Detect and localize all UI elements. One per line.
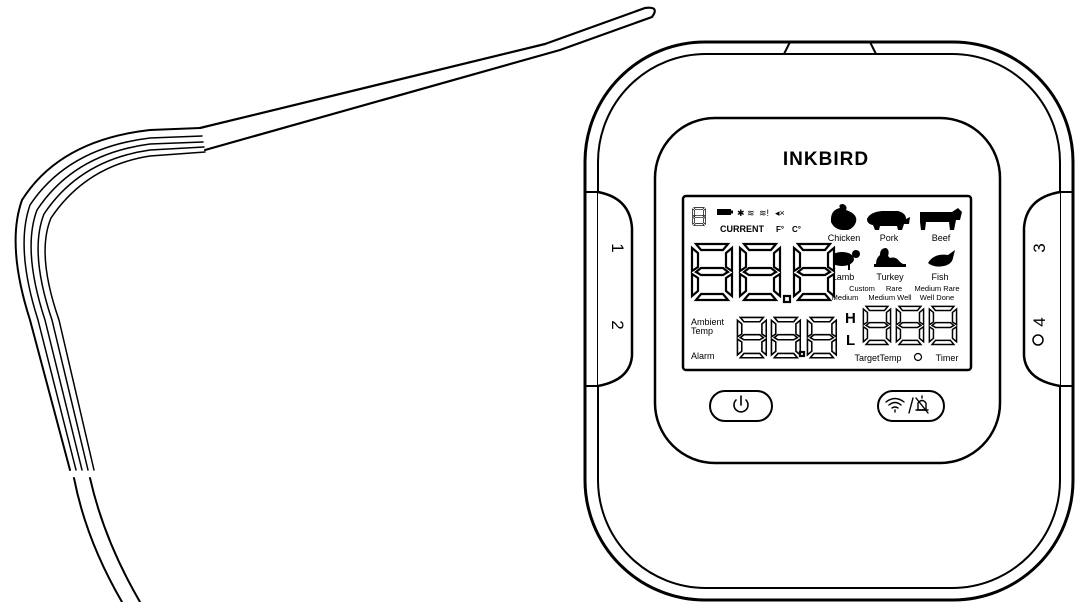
- current-label: CURRENT: [720, 224, 765, 234]
- doneness-rare: Rare: [886, 284, 902, 293]
- doneness-medium-rare: Medium Rare: [914, 284, 959, 293]
- unit-c: C°: [792, 225, 801, 234]
- ambient-temp-digits: [736, 316, 838, 359]
- alarm-label: Alarm: [691, 351, 715, 361]
- unit-f: F°: [776, 225, 784, 234]
- doneness-well-done: Well Done: [920, 293, 954, 302]
- probe-wire-bundle: [14, 127, 201, 471]
- wifi-alert-icon: ≋!: [759, 208, 769, 218]
- meat-label-beef: Beef: [932, 233, 951, 243]
- meat-label-fish: Fish: [931, 272, 948, 282]
- brand-logo: INKBIRD: [783, 149, 869, 170]
- probe-port-left[interactable]: [597, 190, 634, 388]
- meat-label-turkey: Turkey: [876, 272, 904, 282]
- power-button[interactable]: [709, 390, 773, 422]
- ambient-label-line2: Temp: [691, 326, 713, 336]
- probe-port-right[interactable]: [1022, 190, 1061, 388]
- power-icon: [733, 395, 749, 413]
- thermometer-unit: 1 2 3 4 INKBIRD ✱ ≋ ≋! ◂× CURRENT F° C° …: [583, 40, 1075, 602]
- doneness-medium: Medium: [832, 293, 859, 302]
- doneness-custom: Custom: [849, 284, 875, 293]
- mute-icon: ◂×: [775, 208, 785, 218]
- meat-label-lamb: Lamb: [832, 272, 855, 282]
- ambient-label-line1: Ambient: [691, 317, 725, 327]
- timer-clock-icon: [913, 352, 923, 362]
- port-3-label: 3: [1030, 243, 1049, 252]
- lamb-icon: [830, 250, 860, 270]
- probe-cable: [73, 477, 123, 602]
- battery-icon: [717, 209, 733, 215]
- port-4-ambient-icon: [1032, 334, 1044, 346]
- port-1-label: 1: [608, 243, 627, 252]
- wifi-alarm-icon: [885, 395, 929, 414]
- meat-label-pork: Pork: [880, 233, 899, 243]
- target-temp-label: TargetTemp: [854, 353, 901, 363]
- top-notch: [783, 41, 877, 55]
- wifi-alarm-button[interactable]: [877, 390, 945, 422]
- port-4-label: 4: [1030, 317, 1049, 326]
- doneness-medium-well: Medium Well: [868, 293, 912, 302]
- port-2-label: 2: [608, 320, 627, 329]
- high-indicator: H: [845, 310, 856, 327]
- meat-label-chicken: Chicken: [828, 233, 861, 243]
- turkey-icon: [874, 248, 906, 267]
- bluetooth-icon: ✱: [737, 208, 745, 218]
- low-indicator: L: [846, 332, 855, 349]
- timer-label: Timer: [936, 353, 959, 363]
- chicken-icon: [830, 204, 857, 230]
- wifi-icon: ≋: [747, 208, 755, 218]
- fish-icon: [928, 250, 955, 267]
- main-temp-digits: [690, 242, 836, 304]
- beef-icon: [920, 208, 962, 230]
- pork-icon: [867, 211, 910, 230]
- probe-needle: [198, 6, 656, 152]
- temperature-probe: [14, 6, 656, 602]
